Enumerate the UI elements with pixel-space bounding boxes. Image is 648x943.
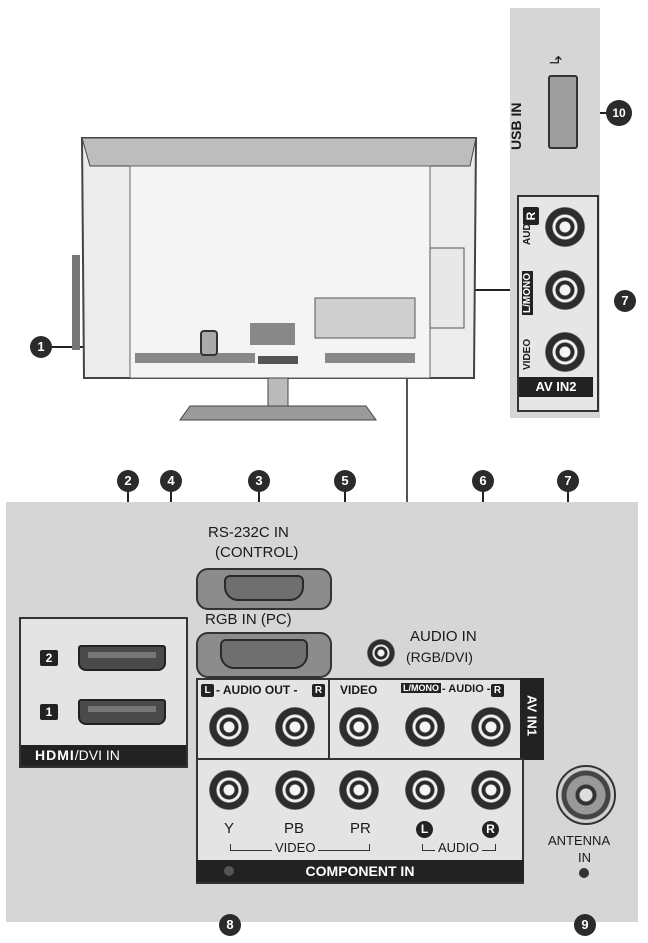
callout-usb: 10 (606, 100, 632, 126)
hdmi-suffix: /DVI IN (74, 747, 120, 763)
callout-hdmi: 2 (117, 470, 139, 492)
hdmi-bar: HDMI/DVI IN (21, 745, 186, 766)
component-pb-label: PB (284, 820, 305, 837)
av-in1-video-jack[interactable] (339, 707, 379, 747)
hdmi-brand: HDMI (35, 747, 75, 763)
callout-component: 8 (219, 914, 241, 936)
tv-back-illustration (80, 137, 478, 421)
rs232-port-face (224, 575, 304, 601)
av-in1-r-badge: R (491, 684, 504, 697)
rgb-port-face (220, 639, 308, 669)
tv-back-side-vent (72, 255, 80, 350)
av-in2-audio-l-jack[interactable] (545, 270, 585, 310)
av-in2-bar: AV IN2 (519, 377, 593, 397)
av-in2-r-badge: R (523, 207, 539, 225)
component-audio-label: AUDIO (435, 840, 483, 855)
audio-in-rgb-dvi-jack[interactable] (367, 639, 395, 667)
av-in1-audio-r-jack[interactable] (471, 707, 511, 747)
audio-out-l-badge: L (201, 684, 214, 697)
av-in2-video-jack[interactable] (545, 332, 585, 372)
component-pb-jack[interactable] (275, 770, 315, 810)
hdmi-1-port[interactable] (78, 699, 166, 725)
av-in1-bar-label: AV IN1 (524, 695, 540, 736)
callout-av-in1: 7 (557, 470, 579, 492)
av-in1-bar: AV IN1 (520, 678, 544, 760)
callout-rs232: 3 (248, 470, 270, 492)
audio-out-label: - AUDIO OUT - (216, 683, 298, 697)
antenna-jack[interactable] (556, 765, 616, 825)
tv-back (70, 128, 488, 421)
hdmi-2-badge: 2 (40, 650, 58, 666)
component-pr-jack[interactable] (339, 770, 379, 810)
callout-rgb: 4 (160, 470, 182, 492)
component-audio-l-jack[interactable] (405, 770, 445, 810)
antenna-dot (579, 868, 589, 878)
av-in1-lmono-label: L/MONO (401, 683, 441, 693)
component-r-badge: R (482, 821, 499, 838)
audio-out-l-jack[interactable] (209, 707, 249, 747)
hdmi-box (19, 617, 188, 768)
av-in2-video-label: VIDEO (522, 338, 533, 370)
rgb-label: RGB IN (PC) (205, 611, 292, 628)
antenna-label-line2: IN (578, 850, 591, 865)
av-in1-audio-label: - AUDIO - (442, 683, 491, 695)
av-in2-lmono-label: L/MONO (522, 271, 533, 315)
usb-port[interactable] (548, 75, 578, 149)
component-y-jack[interactable] (209, 770, 249, 810)
component-audio-r-jack[interactable] (471, 770, 511, 810)
hdmi-2-port[interactable] (78, 645, 166, 671)
component-bar: COMPONENT IN (196, 860, 524, 882)
rs232-label-line1: RS-232C IN (208, 524, 289, 541)
av-in1-audio-l-jack[interactable] (405, 707, 445, 747)
rs232-port[interactable] (196, 568, 332, 610)
audio-in-label-line1: AUDIO IN (410, 628, 477, 645)
component-l-badge: L (416, 821, 433, 838)
usb-label: USB IN (508, 102, 524, 150)
av-in2-audio-r-jack[interactable] (545, 207, 585, 247)
kensington-slot (200, 330, 218, 356)
rs232-label-line2: (CONTROL) (215, 544, 299, 561)
audio-out-r-badge: R (312, 684, 325, 697)
av-in1-video-label: VIDEO (340, 683, 378, 697)
component-dot (224, 866, 234, 876)
component-pr-label: PR (350, 820, 371, 837)
audio-in-label-line2: (RGB/DVI) (406, 649, 473, 665)
callout-audio-in: 6 (472, 470, 494, 492)
component-video-label: VIDEO (272, 840, 319, 855)
antenna-label-line1: ANTENNA (548, 833, 611, 848)
component-y-label: Y (224, 820, 235, 837)
audio-out-r-jack[interactable] (275, 707, 315, 747)
callout-av-in2: 7 (614, 290, 636, 312)
hdmi-1-badge: 1 (40, 704, 58, 720)
callout-kensington: 1 (30, 336, 52, 358)
callout-audio-out: 5 (334, 470, 356, 492)
rgb-port[interactable] (196, 632, 332, 678)
callout-antenna: 9 (574, 914, 596, 936)
usb-icon: ↳ (548, 53, 566, 67)
